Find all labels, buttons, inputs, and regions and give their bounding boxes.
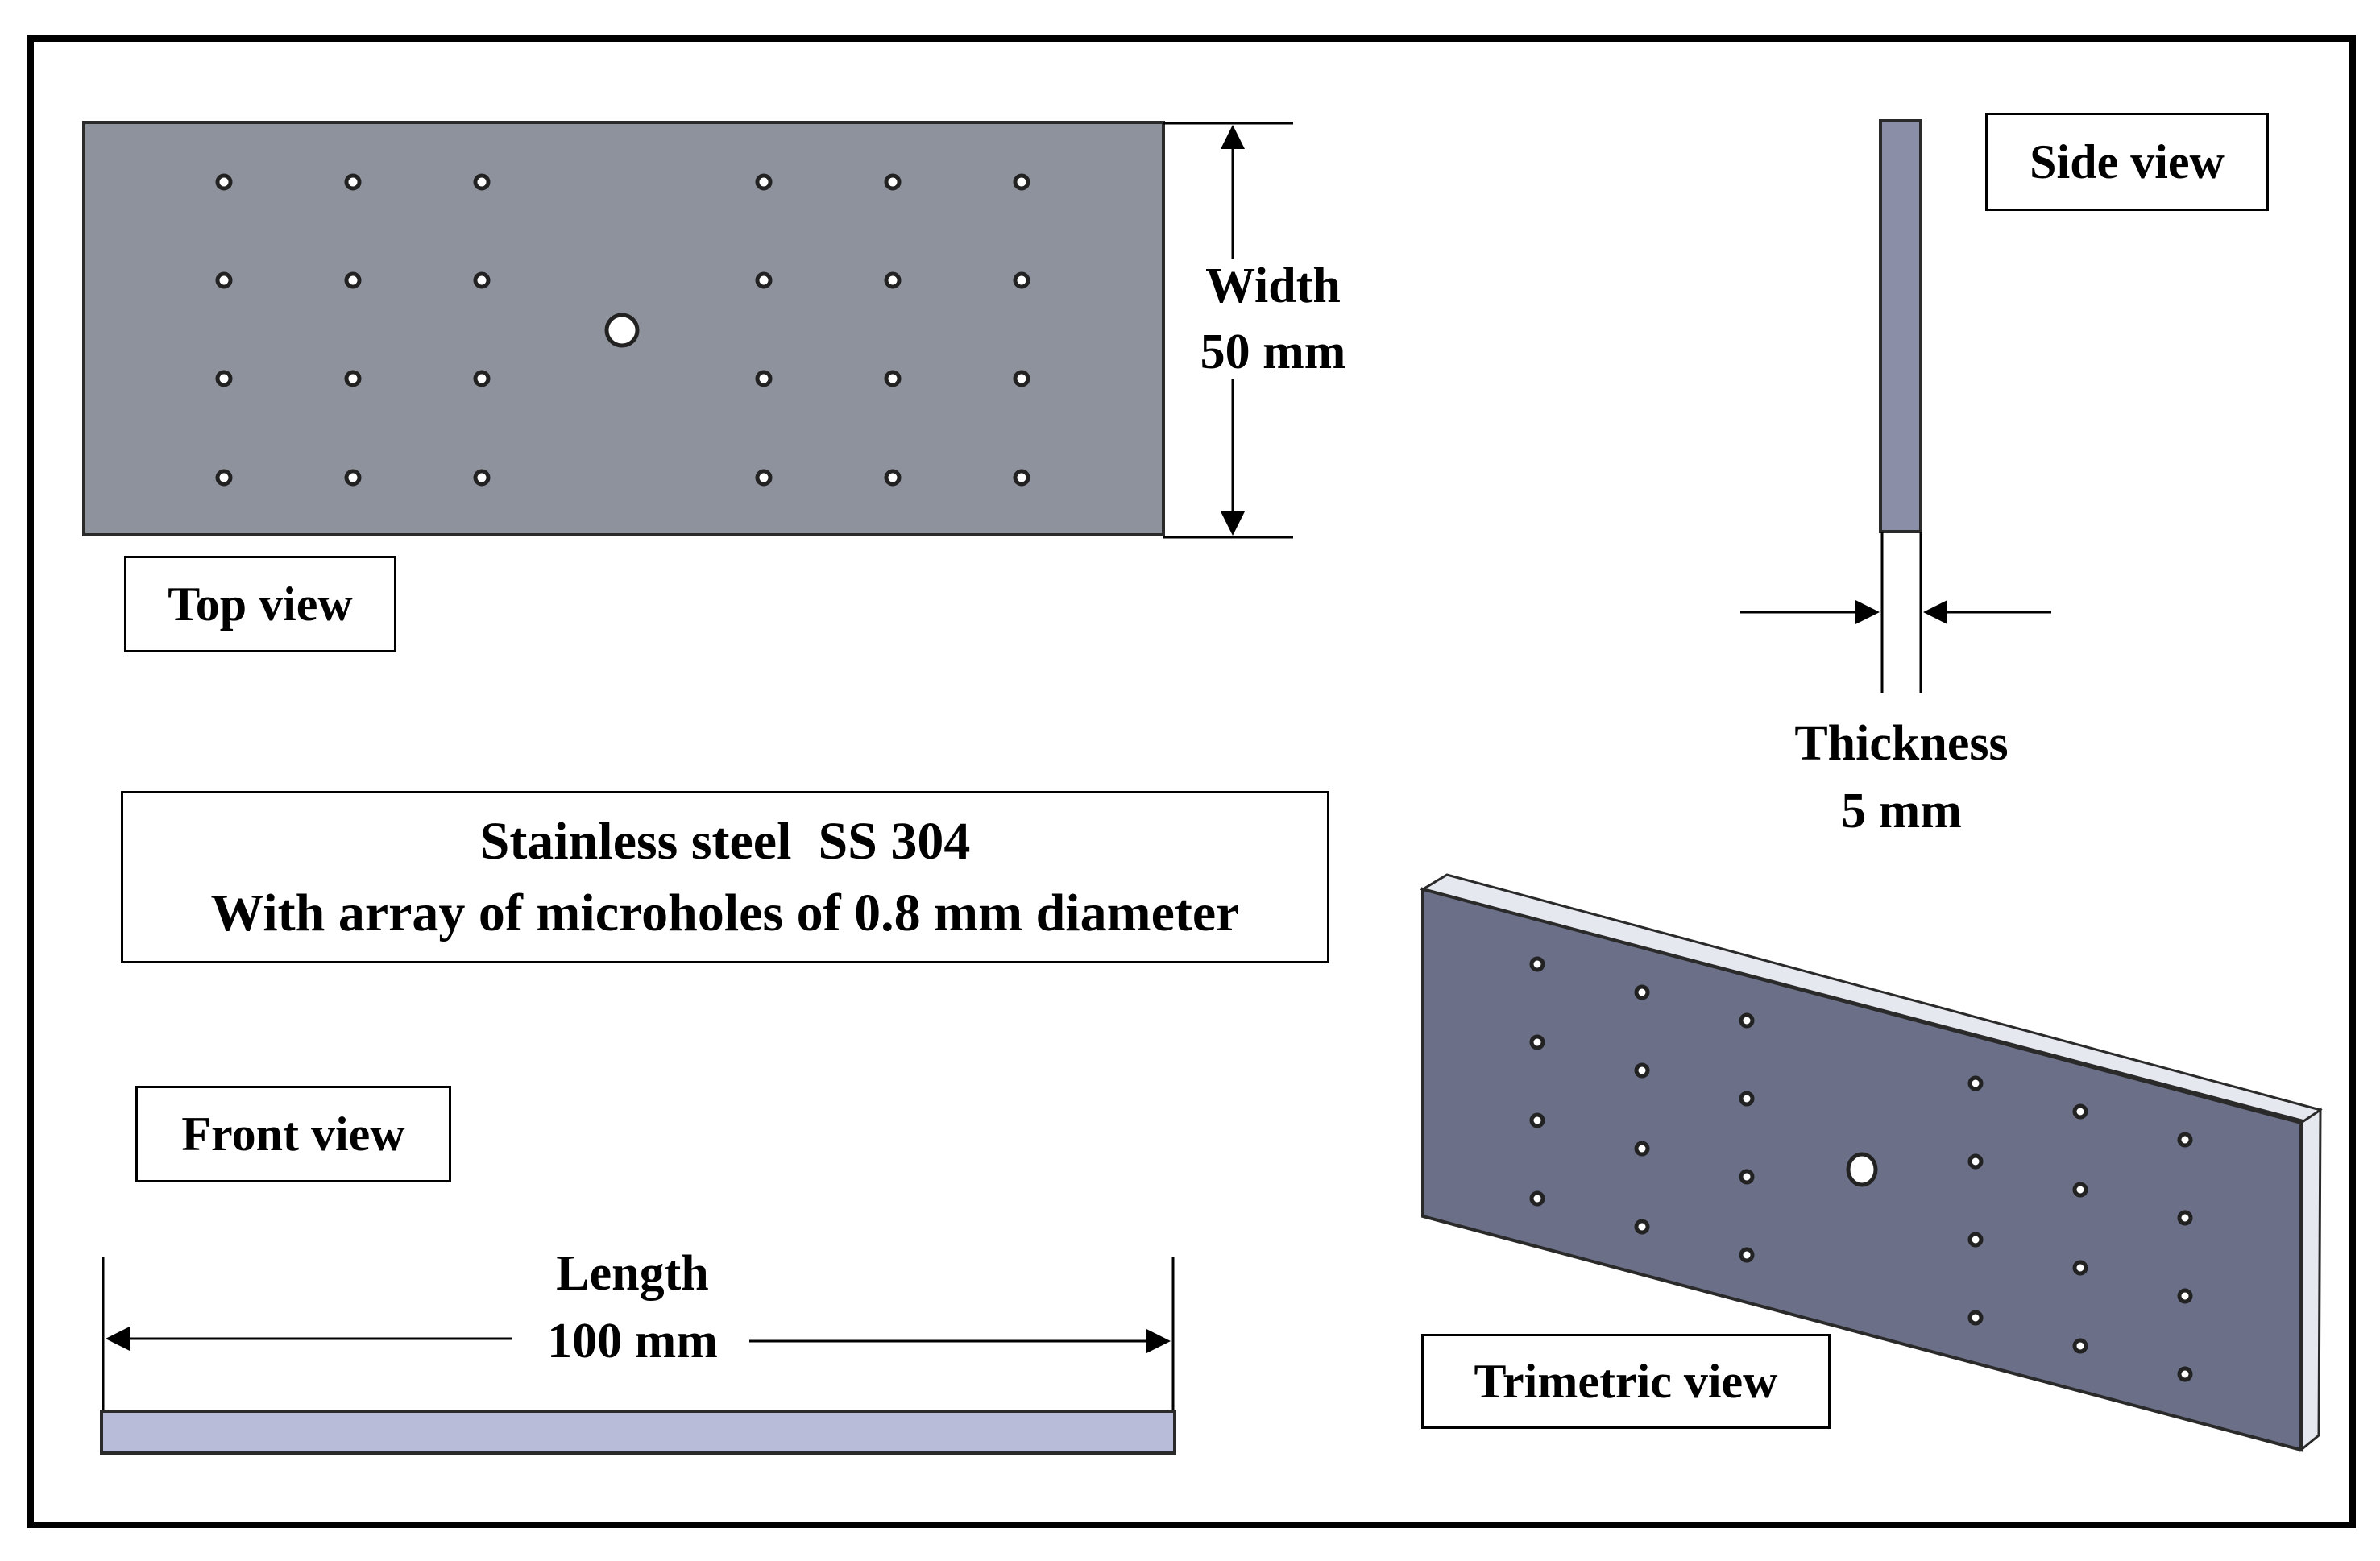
trimetric-microhole: [1739, 1012, 1755, 1029]
top-view-microhole: [344, 173, 362, 191]
side-view: [1740, 119, 2051, 693]
thickness-value: 5 mm: [1841, 784, 1962, 838]
top-view-microhole: [755, 173, 773, 191]
trimetric-microhole-array: [1529, 956, 2193, 1382]
top-view-microhole: [1013, 271, 1030, 289]
trimetric-microhole: [1634, 984, 1650, 1000]
width-label: Width: [1205, 259, 1341, 313]
top-view-microhole: [884, 173, 902, 191]
top-view-microhole: [344, 370, 362, 387]
material-line-1: Stainless steel SS 304: [479, 811, 971, 871]
top-view-microhole: [755, 370, 773, 387]
trimetric-microhole: [1529, 956, 1545, 972]
trimetric-microhole: [2177, 1210, 2193, 1226]
trimetric-view-label: Trimetric view: [1421, 1334, 1831, 1429]
front-view-plate: [100, 1410, 1176, 1455]
trimetric-microhole: [2177, 1288, 2193, 1304]
trimetric-microhole: [1739, 1247, 1755, 1263]
trimetric-microhole: [1529, 1112, 1545, 1128]
outer-frame: [27, 35, 2356, 1528]
top-view-microhole: [344, 469, 362, 487]
top-view-microhole: [473, 173, 491, 191]
trimetric-microhole: [2072, 1260, 2088, 1276]
width-dimension-text: Width 50 mm: [1184, 261, 1362, 377]
top-view-microhole: [344, 271, 362, 289]
top-view-microhole: [755, 271, 773, 289]
top-view-microhole: [1013, 173, 1030, 191]
trimetric-microhole: [2072, 1182, 2088, 1198]
width-dimension: [1163, 122, 1293, 539]
top-view: [82, 121, 1165, 536]
top-view-microhole-array: [215, 173, 1030, 487]
top-view-label: Top view: [124, 556, 396, 652]
top-view-microhole: [755, 469, 773, 487]
top-view-microhole: [884, 271, 902, 289]
top-view-microhole: [473, 271, 491, 289]
length-value: 100 mm: [547, 1314, 718, 1368]
trimetric-microhole: [2177, 1132, 2193, 1148]
trimetric-microhole: [1739, 1091, 1755, 1107]
trimetric-microhole: [1967, 1232, 1984, 1248]
trimetric-microhole: [1529, 1034, 1545, 1050]
front-view: [100, 1257, 1176, 1455]
thickness-label: Thickness: [1794, 716, 2009, 771]
top-view-microhole: [215, 370, 233, 387]
trimetric-microhole: [2177, 1366, 2193, 1382]
trimetric-microhole: [1634, 1219, 1650, 1235]
trimetric-microhole: [1529, 1190, 1545, 1207]
top-view-microhole: [1013, 469, 1030, 487]
trimetric-microhole: [1967, 1310, 1984, 1326]
trimetric-microhole: [2072, 1103, 2088, 1120]
trimetric-microhole: [1967, 1075, 1984, 1091]
trimetric-microhole: [1967, 1153, 1984, 1170]
trimetric-center-hole: [1846, 1152, 1878, 1187]
top-view-microhole: [884, 469, 902, 487]
length-label: Length: [556, 1246, 709, 1301]
length-dimension-text: Length 100 mm: [516, 1248, 749, 1366]
trimetric-side-edge: [2299, 1108, 2322, 1453]
top-view-microhole: [215, 271, 233, 289]
top-view-center-hole: [604, 313, 640, 348]
side-view-plate: [1879, 119, 1922, 533]
top-view-microhole: [215, 173, 233, 191]
top-view-microhole: [884, 370, 902, 387]
front-view-label: Front view: [135, 1086, 451, 1182]
trimetric-microhole: [2072, 1338, 2088, 1354]
trimetric-microhole: [1739, 1169, 1755, 1185]
top-view-plate: [82, 121, 1165, 536]
width-value: 50 mm: [1200, 325, 1346, 379]
top-view-microhole: [1013, 370, 1030, 387]
side-view-label: Side view: [1985, 113, 2269, 211]
trimetric-microhole: [1634, 1141, 1650, 1157]
top-view-microhole: [473, 370, 491, 387]
top-view-microhole: [215, 469, 233, 487]
material-description-box: Stainless steel SS 304 With array of mic…: [121, 791, 1329, 963]
top-view-microhole: [473, 469, 491, 487]
thickness-dimension-text: Thickness 5 mm: [1773, 718, 2030, 836]
trimetric-microhole: [1634, 1062, 1650, 1079]
trimetric-view: [1420, 873, 2323, 1453]
material-line-2: With array of microholes of 0.8 mm diame…: [210, 884, 1240, 942]
